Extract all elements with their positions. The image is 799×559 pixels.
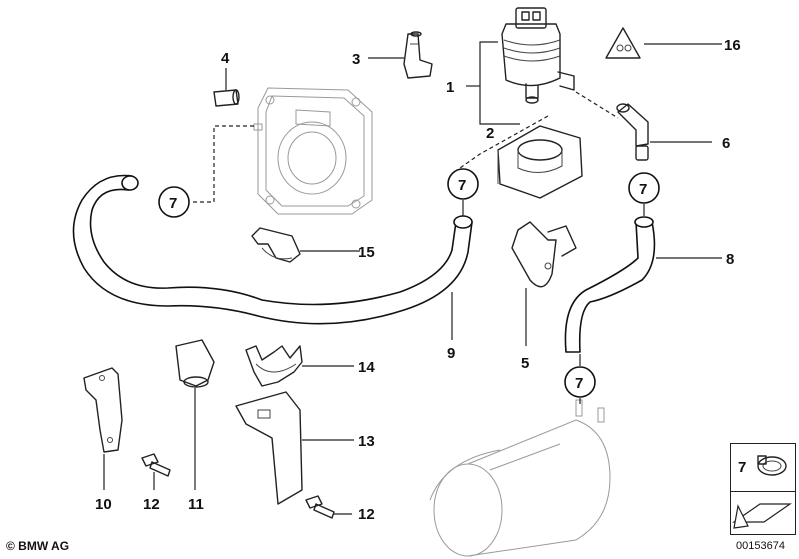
callout-12-b: 12 <box>358 506 375 523</box>
double-clip-14 <box>245 345 303 387</box>
callout-7-d: 7 <box>575 375 583 392</box>
screw-12-left <box>141 453 171 477</box>
inset-label: 7 <box>738 459 746 476</box>
callout-4: 4 <box>221 50 230 67</box>
callout-14: 14 <box>358 359 375 376</box>
callout-9: 9 <box>447 345 455 362</box>
grommet-4 <box>213 89 240 107</box>
copyright-label: © BMW AG <box>6 539 70 553</box>
throttle-housing-ghost <box>253 87 373 215</box>
inset-hose-clamp <box>757 455 787 476</box>
callout-8: 8 <box>726 251 734 268</box>
callout-circles <box>158 168 660 398</box>
reference-number: 00153674 <box>736 540 785 552</box>
inset-box <box>730 443 796 535</box>
bracket-13 <box>235 391 303 505</box>
bracket-5 <box>511 221 577 288</box>
callout-16: 16 <box>724 37 741 54</box>
hose-9 <box>72 174 473 325</box>
callout-2: 2 <box>486 125 494 142</box>
callout-12-a: 12 <box>143 496 160 513</box>
callout-1: 1 <box>446 79 454 96</box>
screw-12-right <box>305 495 335 519</box>
inset-divider <box>730 491 796 492</box>
pump-bracket <box>497 125 583 199</box>
callout-7-c: 7 <box>639 181 647 198</box>
callout-7-b: 7 <box>458 177 466 194</box>
washer-pump <box>501 7 575 104</box>
callout-13: 13 <box>358 433 375 450</box>
callout-labels: 1 2 3 4 5 6 7 7 7 7 8 9 10 11 12 12 13 1… <box>95 37 746 523</box>
bracket-10 <box>83 367 123 453</box>
callout-10: 10 <box>95 496 112 513</box>
elbow-connector-6 <box>616 103 649 161</box>
callout-15: 15 <box>358 244 375 261</box>
warning-sticker-16 <box>605 27 641 59</box>
connector-3 <box>403 31 433 79</box>
hose-8 <box>564 216 656 353</box>
callout-5: 5 <box>521 355 529 372</box>
callout-3: 3 <box>352 51 360 68</box>
callout-6: 6 <box>722 135 730 152</box>
reservoir-ghost <box>429 399 611 557</box>
clip-nut-11 <box>175 339 215 388</box>
leader-lines <box>103 41 722 515</box>
clip-15 <box>251 227 301 263</box>
inset-arrow-icon <box>732 503 792 529</box>
callout-7-a: 7 <box>169 195 177 212</box>
callout-11: 11 <box>188 496 204 513</box>
